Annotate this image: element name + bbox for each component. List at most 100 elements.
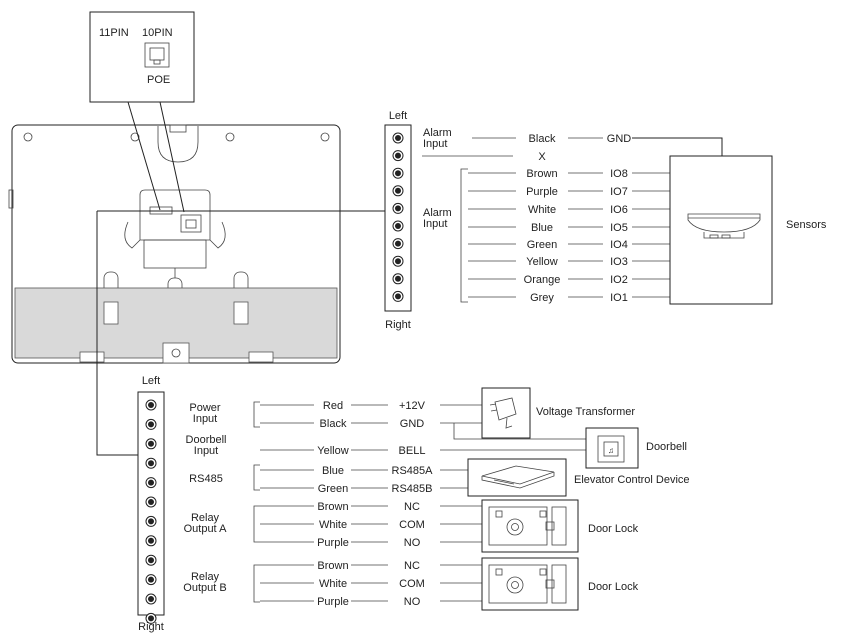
bottom-wire-color: Purple — [317, 596, 349, 608]
gnd-to-doorbell — [453, 423, 586, 440]
power-bracket — [253, 401, 260, 428]
bottom-screw-terminals — [145, 399, 157, 624]
screw-terminal-icon — [145, 535, 157, 547]
top-wire-row: Grey IO1 — [468, 292, 670, 304]
relay-b-label-line2: Output B — [183, 582, 226, 594]
alarm-input-2-label-line2: Input — [423, 218, 447, 230]
bottom-wire-color: Brown — [317, 501, 348, 513]
power-input-label-line2: Input — [193, 413, 217, 425]
top-wire-signal: IO2 — [610, 274, 628, 286]
door-lock-icon — [488, 564, 567, 604]
alarm-input-1-label-line2: Input — [423, 138, 447, 150]
top-wire-signal: IO3 — [610, 256, 628, 268]
poe-inset: 11PIN 10PIN POE — [89, 11, 195, 213]
top-wire-color: Yellow — [526, 256, 557, 268]
screw-terminal-icon — [145, 612, 157, 624]
pin10-label: 10PIN — [142, 27, 173, 39]
screw-terminal-icon — [145, 574, 157, 586]
bottom-wire-color: White — [319, 519, 347, 531]
screw-terminal-icon — [145, 554, 157, 566]
bottom-wire-color: Red — [323, 400, 343, 412]
rj45-port-icon — [144, 42, 170, 68]
doorbell-input-label-line2: Input — [194, 445, 218, 457]
top-wire-color: Black — [529, 133, 556, 145]
top-terminal-right-label: Right — [385, 319, 411, 331]
screw-terminal-icon — [392, 202, 404, 214]
screw-terminal-icon — [392, 255, 404, 267]
top-terminal-left-label: Left — [389, 110, 407, 122]
alarm-input-2-label-line1: Alarm — [423, 207, 452, 219]
top-wire-row: Yellow IO3 — [468, 256, 670, 268]
bottom-wire-signal: BELL — [399, 445, 426, 457]
bottom-wire-signal: NO — [404, 537, 421, 549]
bottom-wire-row: Yellow BELL — [260, 445, 425, 457]
screw-terminal-icon — [392, 238, 404, 250]
screw-terminal-icon — [392, 150, 404, 162]
relay-a-bracket — [253, 505, 260, 543]
doorbell-label: Doorbell — [646, 441, 687, 453]
top-wire-row: White IO6 — [468, 204, 670, 216]
top-wire-signal: IO4 — [610, 239, 628, 251]
top-wire-color: X — [538, 151, 546, 163]
door-lock-icon — [488, 506, 567, 546]
sensors-box — [669, 155, 773, 305]
power-input-label-line1: Power — [189, 402, 221, 414]
top-wire-color: Grey — [530, 292, 554, 304]
screw-terminal-icon — [145, 515, 157, 527]
top-wire-color: Orange — [524, 274, 561, 286]
gnd-to-sensors-line — [632, 137, 723, 156]
screw-terminal-icon — [145, 418, 157, 430]
bottom-wire-color: Blue — [322, 465, 344, 477]
sensors-label: Sensors — [786, 219, 827, 231]
screw-terminal-icon — [145, 438, 157, 450]
bottom-wire-signal: NO — [404, 596, 421, 608]
screw-terminal-icon — [392, 273, 404, 285]
bottom-wire-row: Red +12V — [260, 400, 426, 412]
screw-terminal-icon — [392, 220, 404, 232]
power-adapter-icon — [489, 397, 517, 429]
top-wire-signal: IO8 — [610, 168, 628, 180]
bottom-wire-color: Black — [320, 418, 347, 430]
elevator-control-label: Elevator Control Device — [574, 474, 690, 486]
top-wire-color: White — [528, 204, 556, 216]
top-wire-color: Purple — [526, 186, 558, 198]
relay-a-label-line1: Relay — [191, 512, 220, 524]
doorbell-input-label-line1: Doorbell — [186, 434, 227, 446]
bottom-wire-color: Yellow — [317, 445, 348, 457]
top-wire-signal: IO1 — [610, 292, 628, 304]
screw-terminal-icon — [145, 593, 157, 605]
bottom-wire-signal: +12V — [399, 400, 426, 412]
top-wire-signal: IO6 — [610, 204, 628, 216]
screw-terminal-icon — [392, 185, 404, 197]
elevator-control-box — [467, 458, 567, 497]
bottom-terminal-right-label: Right — [138, 621, 164, 633]
rs485-label: RS485 — [189, 473, 223, 485]
svg-text:♫: ♫ — [608, 446, 614, 455]
bottom-wire-signal: NC — [404, 560, 420, 572]
voltage-transformer-box — [481, 387, 531, 439]
top-wire-color: Blue — [531, 222, 553, 234]
screw-terminal-icon — [145, 457, 157, 469]
poe-label: POE — [147, 74, 170, 86]
bottom-wire-color: White — [319, 578, 347, 590]
bottom-wire-signal: GND — [400, 418, 425, 430]
door-lock-b-box — [481, 557, 579, 611]
voltage-transformer-label: Voltage Transformer — [536, 406, 635, 418]
sensor-icon — [687, 213, 761, 239]
alarm-input-2-bracket — [460, 168, 468, 303]
screw-terminal-icon — [392, 290, 404, 302]
bottom-wire-signal: RS485B — [392, 483, 433, 495]
bottom-wire-row: Black GND — [260, 418, 424, 430]
top-wire-color: Green — [527, 239, 558, 251]
screw-terminal-icon — [145, 477, 157, 489]
